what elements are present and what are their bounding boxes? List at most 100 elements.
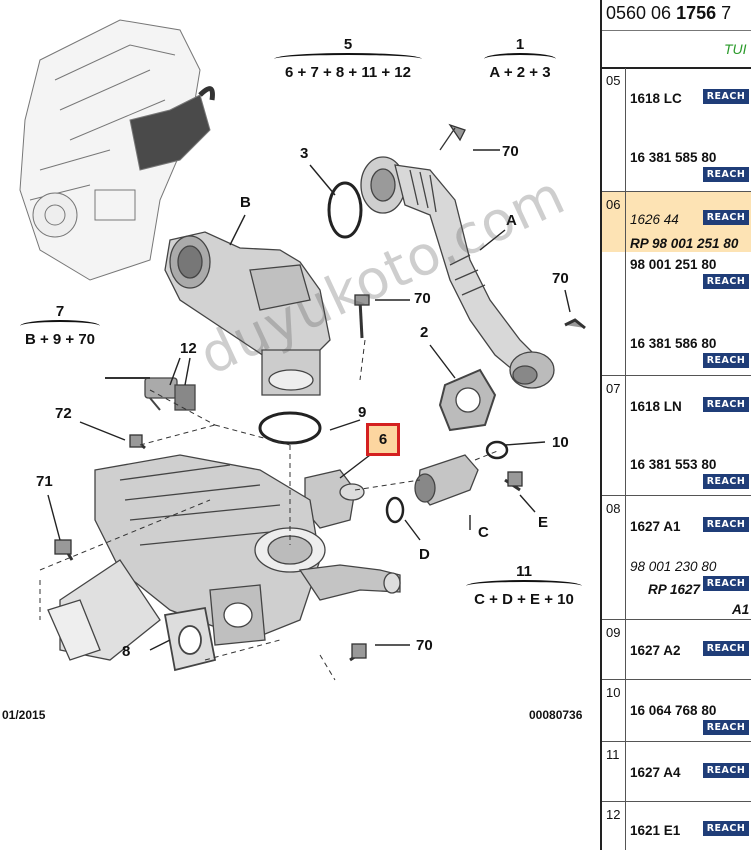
row-index: 08 xyxy=(602,496,626,619)
reach-badge: REACH xyxy=(703,821,749,836)
group-formula: 6 + 7 + 8 + 11 + 12 xyxy=(285,64,411,81)
table-row[interactable]: 06 1626 44 REACH RP 98 001 251 80 98 001… xyxy=(602,192,751,376)
part-number[interactable]: 1618 LC xyxy=(630,91,682,106)
gasket-2 xyxy=(438,368,497,432)
group-number: 11 xyxy=(516,563,532,580)
label-d[interactable]: D xyxy=(419,546,430,563)
hose-a-drawing xyxy=(360,156,555,389)
header-subtitle-bar: TUI xyxy=(602,30,751,69)
group-number: 1 xyxy=(515,36,525,53)
group-formula: A + 2 + 3 xyxy=(489,64,551,81)
part-code-header: 0560 06 1756 7 xyxy=(606,3,731,24)
part-number[interactable]: 16 381 586 80 xyxy=(630,336,717,351)
replacement-part-number[interactable]: RP 1627 xyxy=(648,582,701,597)
group-11: 11 C + D + E + 10 xyxy=(460,564,588,608)
part-number[interactable]: 1627 A1 xyxy=(630,519,681,534)
exploded-parts-diagram: 5 6 + 7 + 8 + 11 + 12 1 A + 2 + 3 7 B + … xyxy=(2,19,588,722)
gasket-3 xyxy=(327,181,363,239)
table-row[interactable]: 05 1618 LC REACH 16 381 585 80 REACH xyxy=(602,68,751,192)
label-a[interactable]: A xyxy=(506,212,517,229)
gasket-9 xyxy=(258,411,322,445)
reach-badge: REACH xyxy=(703,641,749,656)
label-70[interactable]: 70 xyxy=(416,637,433,654)
group-formula: B + 9 + 70 xyxy=(24,331,96,348)
reach-badge: REACH xyxy=(703,167,749,182)
label-70[interactable]: 70 xyxy=(552,270,569,287)
gasket-8 xyxy=(163,606,217,672)
brace xyxy=(484,53,556,65)
parts-drawing xyxy=(19,19,586,681)
code-bold: 1756 xyxy=(676,3,717,23)
row-index: 09 xyxy=(602,620,626,679)
diagram-reference: 00080736 xyxy=(529,708,583,722)
label-3[interactable]: 3 xyxy=(300,145,309,162)
header-subtitle: TUI xyxy=(724,41,747,57)
part-number[interactable]: 1618 LN xyxy=(630,399,682,414)
reach-badge: REACH xyxy=(703,353,749,368)
egr-valve-b-drawing xyxy=(164,231,331,396)
label-70[interactable]: 70 xyxy=(414,290,431,307)
table-row[interactable]: 12 1621 E1 REACH xyxy=(602,802,751,850)
leader-lines xyxy=(47,149,571,651)
group-7: 7 B + 9 + 70 xyxy=(14,304,106,348)
table-row[interactable]: 08 1627 A1 REACH 98 001 230 80 RP 1627 R… xyxy=(602,496,751,620)
part-number[interactable]: 98 001 230 80 xyxy=(630,559,717,574)
part-number[interactable]: 1626 44 xyxy=(630,212,679,227)
parts-table: 0560 06 1756 7 TUI 05 1618 LC REACH 16 3… xyxy=(600,0,751,850)
brace xyxy=(466,580,582,592)
group-number: 7 xyxy=(55,303,65,320)
reach-badge: REACH xyxy=(703,763,749,778)
reach-badge: REACH xyxy=(703,210,749,225)
label-9[interactable]: 9 xyxy=(358,404,367,421)
part-number[interactable]: 16 064 768 80 xyxy=(630,703,717,718)
reach-badge: REACH xyxy=(703,576,749,591)
brace xyxy=(274,53,422,65)
reach-badge: REACH xyxy=(703,274,749,289)
table-row[interactable]: 10 16 064 768 80 REACH xyxy=(602,680,751,742)
part-number[interactable]: 1627 A2 xyxy=(630,643,681,658)
label-72[interactable]: 72 xyxy=(55,405,72,422)
label-b[interactable]: B xyxy=(240,194,251,211)
label-2[interactable]: 2 xyxy=(420,324,429,341)
reach-badge: REACH xyxy=(703,89,749,104)
brace xyxy=(20,320,100,332)
replacement-part-suffix: A1 xyxy=(732,602,750,617)
table-row[interactable]: 09 1627 A2 REACH xyxy=(602,620,751,680)
part-number[interactable]: 16 381 585 80 xyxy=(630,150,717,165)
label-6-highlighted[interactable]: 6 xyxy=(366,423,400,456)
group-number: 5 xyxy=(343,36,353,53)
reach-badge: REACH xyxy=(703,517,749,532)
egr-cooler-drawing xyxy=(47,454,401,661)
pipe-c-drawing xyxy=(414,454,479,506)
reach-badge: REACH xyxy=(703,397,749,412)
label-c[interactable]: C xyxy=(478,524,489,541)
table-row[interactable]: 07 1618 LN REACH 16 381 553 80 REACH xyxy=(602,376,751,496)
row-index: 07 xyxy=(602,376,626,495)
part-number[interactable]: 1621 E1 xyxy=(630,823,681,838)
label-10[interactable]: 10 xyxy=(552,434,569,451)
part-number[interactable]: 16 381 553 80 xyxy=(630,457,717,472)
bolts xyxy=(54,123,586,662)
sensor-12-drawing xyxy=(144,377,196,411)
label-71[interactable]: 71 xyxy=(36,473,53,490)
label-8[interactable]: 8 xyxy=(122,643,131,660)
row-index: 05 xyxy=(602,68,626,191)
row-index: 12 xyxy=(602,802,626,850)
replacement-part-number[interactable]: RP 98 001 251 80 xyxy=(630,236,739,251)
ring-10 xyxy=(485,440,509,460)
reach-badge: REACH xyxy=(703,720,749,735)
part-number[interactable]: 98 001 251 80 xyxy=(630,257,717,272)
part-number[interactable]: 1627 A4 xyxy=(630,765,681,780)
table-row[interactable]: 11 1627 A4 REACH xyxy=(602,742,751,802)
code-suffix: 7 xyxy=(721,3,732,23)
group-formula: C + D + E + 10 xyxy=(474,591,574,608)
dashed-alignment-lines xyxy=(39,339,501,681)
row-index: 10 xyxy=(602,680,626,741)
label-e[interactable]: E xyxy=(538,514,549,531)
group-5: 5 6 + 7 + 8 + 11 + 12 xyxy=(268,37,428,81)
label-70[interactable]: 70 xyxy=(502,143,519,160)
ring-d xyxy=(385,496,405,524)
label-12[interactable]: 12 xyxy=(180,340,197,357)
reach-badge: REACH xyxy=(703,474,749,489)
row-index: 06 xyxy=(602,192,626,375)
